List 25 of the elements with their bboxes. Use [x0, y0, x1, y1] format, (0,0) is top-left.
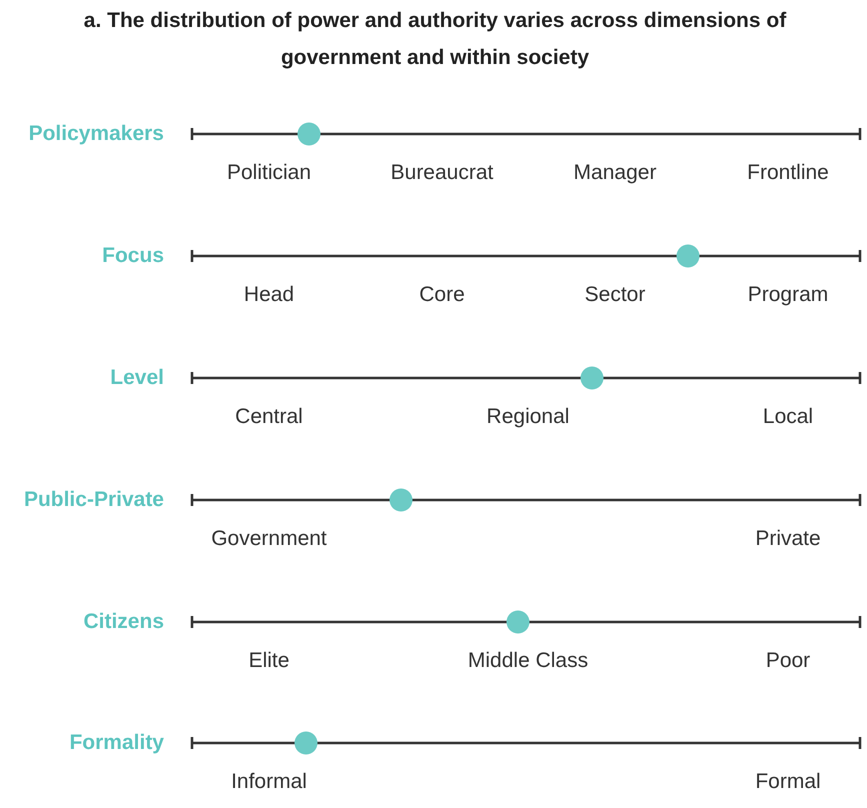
scale-label: Poor [766, 649, 810, 673]
scale-label: Middle Class [468, 649, 588, 673]
dimension-label: Public-Private [24, 488, 164, 512]
dimension-label: Policymakers [28, 122, 164, 146]
chart-title: a. The distribution of power and authority varies across dimensions of government and within society [82, 8, 788, 71]
scale-label: Politician [226, 161, 312, 185]
scale-label: Head [244, 283, 294, 307]
dimension-label: Formality [69, 731, 164, 755]
scale-label: Government [211, 527, 327, 551]
scale-label: Frontline [747, 161, 829, 185]
scale-label: Regional [486, 405, 570, 429]
scale-label: Central [235, 405, 303, 429]
scale-label: Informal [231, 770, 307, 794]
scale-label: Program [748, 283, 828, 307]
scale-label: Manager [574, 161, 656, 185]
scale-label: Private [755, 527, 821, 551]
scale-label: Sector [584, 283, 646, 307]
dimension-label: Focus [102, 244, 164, 268]
scale-label: Elite [248, 649, 290, 673]
scale-label: Core [419, 283, 465, 307]
scale-label: Local [762, 405, 814, 429]
dimension-label: Level [110, 366, 164, 390]
dimension-label: Citizens [83, 610, 164, 634]
scale-label: Formal [755, 770, 821, 794]
scale-label: Bureaucrat [390, 161, 494, 185]
